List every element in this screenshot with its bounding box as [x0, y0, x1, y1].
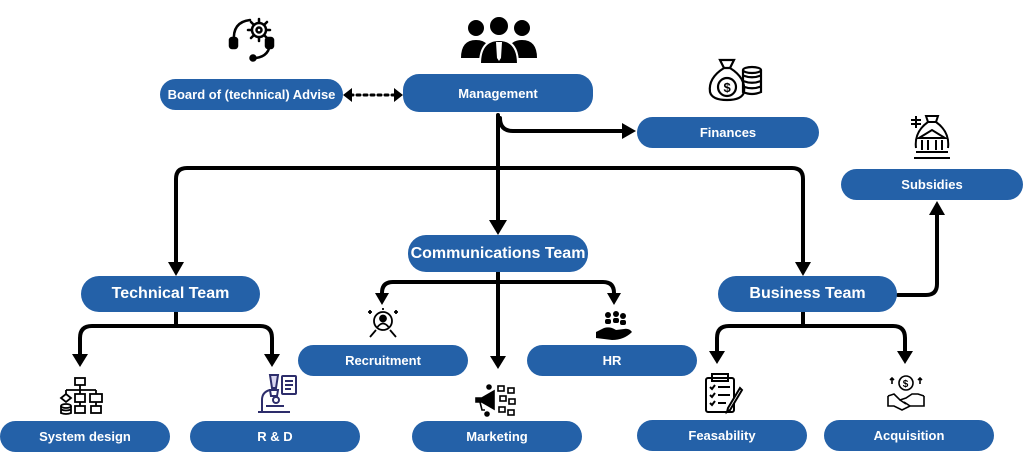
finances-node: Finances [637, 117, 819, 148]
board-node: Board of (technical) Advise [160, 79, 343, 110]
communications-to-recruitment [380, 280, 500, 297]
acquisition-node: Acquisition [824, 420, 994, 451]
management-to-business [496, 166, 805, 267]
management-to-technical [174, 166, 500, 267]
system-design-node: System design [0, 421, 170, 452]
technical-team-node: Technical Team [81, 276, 260, 312]
recruitment-search-icon [368, 308, 398, 338]
communications-to-hr [496, 280, 616, 297]
hr-hand-people-icon [596, 311, 632, 340]
technical-to-rnd [174, 324, 274, 358]
subsidies-node: Subsidies [841, 169, 1023, 200]
rnd-node: R & D [190, 421, 360, 452]
microscope-icon [258, 374, 297, 413]
people-group-icon [461, 15, 537, 65]
money-bag-icon: $ [708, 58, 763, 102]
bank-icon [911, 115, 950, 159]
flowchart-icon [59, 377, 103, 415]
handshake-dollar-icon: $ [887, 375, 925, 411]
feasability-node: Feasability [637, 420, 807, 451]
checklist-icon [705, 373, 744, 415]
marketing-megaphone-icon [475, 384, 516, 417]
marketing-node: Marketing [412, 421, 582, 452]
business-to-acquisition [801, 324, 907, 355]
business-to-subsidies [896, 210, 939, 297]
business-team-node: Business Team [718, 276, 897, 312]
headset-gear-icon [228, 17, 275, 62]
business-to-feasability [715, 324, 805, 355]
recruitment-node: Recruitment [298, 345, 468, 376]
hr-node: HR [527, 345, 697, 376]
communications-node: Communications Team [408, 235, 588, 272]
management-to-finances [498, 116, 628, 133]
svg-text:$: $ [903, 379, 909, 390]
svg-text:$: $ [724, 80, 732, 95]
technical-to-system-design [78, 324, 178, 358]
management-node: Management [403, 74, 593, 112]
